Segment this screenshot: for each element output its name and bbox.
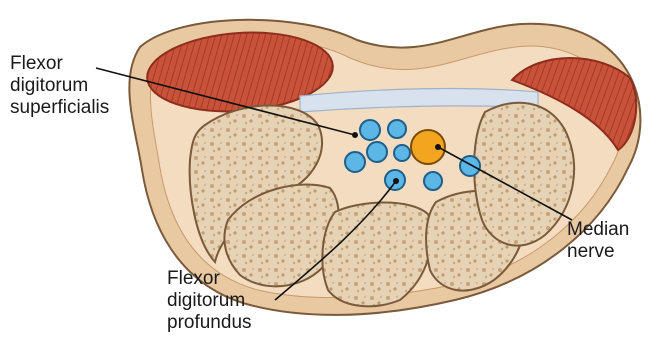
label-flexor-digitorum-profundus: Flexor digitorum profundus <box>167 268 252 334</box>
label-median-line-1: Median <box>567 219 629 241</box>
label-fds-line-1: Flexor <box>10 53 109 75</box>
label-median-line-2: nerve <box>567 241 629 263</box>
label-fdp-line-2: digitorum <box>167 290 252 312</box>
label-flexor-digitorum-superficialis: Flexor digitorum superficialis <box>10 53 109 119</box>
leader-dot-median <box>435 144 441 150</box>
label-fds-line-2: digitorum <box>10 75 109 97</box>
tendon-1 <box>360 120 380 140</box>
tendon-4 <box>394 145 410 161</box>
label-fdp-line-3: profundus <box>167 312 252 334</box>
tendon-2 <box>388 120 406 138</box>
tendon-8 <box>460 156 480 176</box>
label-fdp-line-1: Flexor <box>167 268 252 290</box>
tendon-5 <box>345 152 365 172</box>
tendon-7 <box>424 172 442 190</box>
label-fds-line-3: superficialis <box>10 97 109 119</box>
leader-dot-fds <box>352 132 358 138</box>
tendon-3 <box>367 142 387 162</box>
label-median-nerve: Median nerve <box>567 219 629 263</box>
leader-dot-fdp <box>393 178 399 184</box>
